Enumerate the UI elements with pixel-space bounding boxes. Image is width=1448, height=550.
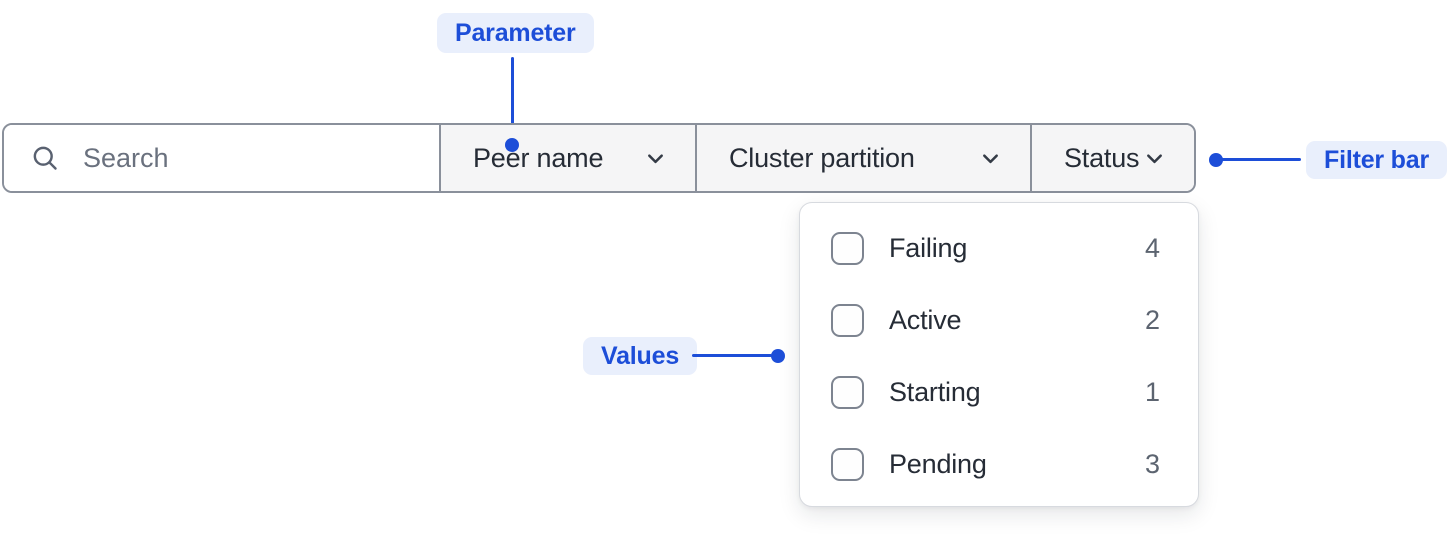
checkbox-unchecked-icon[interactable]: [831, 375, 864, 409]
filter-dropdown-label: Cluster partition: [729, 142, 915, 173]
search-icon: [33, 146, 57, 170]
filter-dropdown-status[interactable]: Status: [1030, 125, 1194, 191]
filter-bar-annotation-badge: Filter bar: [1306, 141, 1447, 179]
values-callout-line: [692, 354, 772, 357]
status-dropdown-panel: Failing 4 Active 2 Starting 1 Pending 3: [799, 202, 1199, 507]
status-option-count: 3: [1144, 448, 1160, 479]
values-annotation-badge: Values: [583, 337, 698, 375]
status-option-label: Starting: [889, 376, 981, 407]
status-option-pending[interactable]: Pending 3: [800, 428, 1198, 500]
status-option-label: Failing: [889, 232, 968, 263]
chevron-down-icon: [1147, 153, 1162, 163]
search-field[interactable]: [4, 125, 439, 191]
status-option-active[interactable]: Active 2: [800, 284, 1198, 356]
chevron-down-icon: [983, 153, 998, 163]
checkbox-unchecked-icon[interactable]: [831, 447, 864, 481]
filter-dropdown-cluster-partition[interactable]: Cluster partition: [695, 125, 1030, 191]
status-option-label: Active: [889, 304, 962, 335]
filter-bar-callout-dot: [1209, 153, 1223, 167]
status-option-count: 4: [1144, 232, 1160, 263]
values-callout-dot: [771, 349, 785, 363]
chevron-down-icon: [648, 153, 663, 163]
status-option-failing[interactable]: Failing 4: [800, 212, 1198, 284]
parameter-annotation-badge: Parameter: [437, 13, 594, 53]
search-input[interactable]: [81, 141, 439, 175]
parameter-callout-dot: [505, 138, 519, 152]
parameter-callout-line: [511, 57, 514, 141]
filter-bar-callout-line: [1221, 158, 1301, 161]
status-option-label: Pending: [889, 448, 987, 479]
filter-dropdown-label: Status: [1064, 142, 1140, 173]
status-option-count: 1: [1144, 376, 1160, 407]
checkbox-unchecked-icon[interactable]: [831, 303, 864, 337]
filter-dropdown-label: Peer name: [473, 142, 604, 173]
checkbox-unchecked-icon[interactable]: [831, 231, 864, 265]
filter-dropdown-peer-name[interactable]: Peer name: [439, 125, 695, 191]
filter-bar: Peer name Cluster partition Status: [2, 123, 1196, 193]
status-option-count: 2: [1144, 304, 1160, 335]
status-option-starting[interactable]: Starting 1: [800, 356, 1198, 428]
